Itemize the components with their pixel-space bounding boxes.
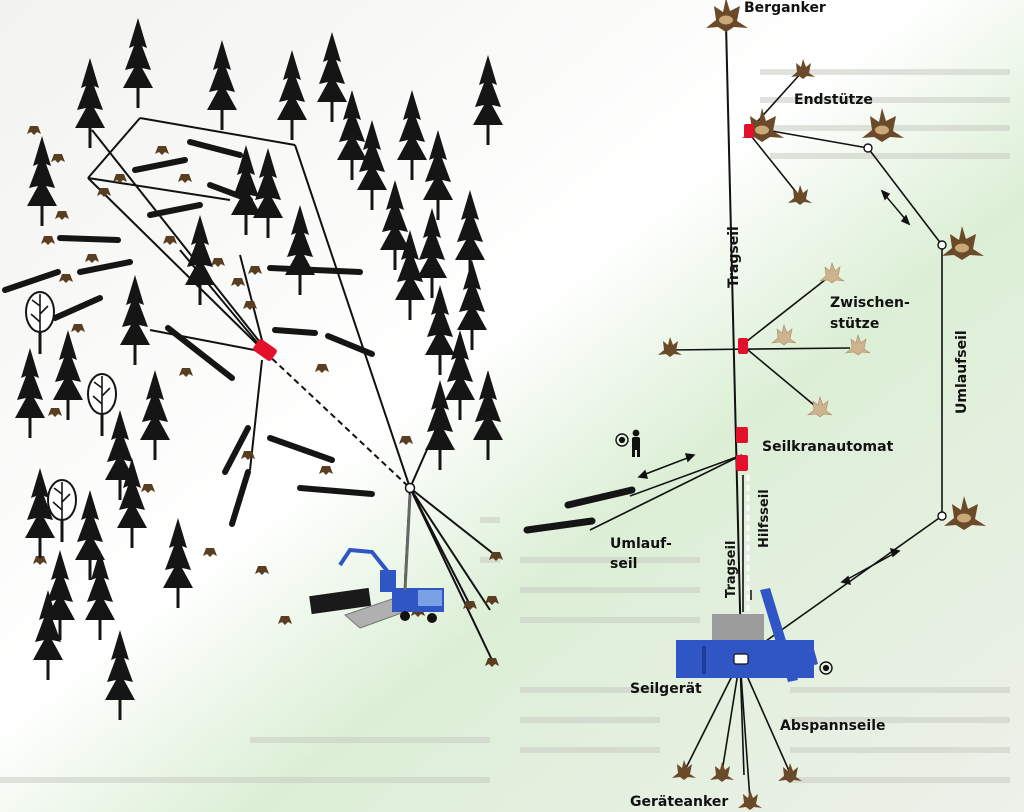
cable-yarder-machine-icon	[676, 588, 818, 682]
forest-scene	[2, 18, 503, 720]
carriage-left	[253, 339, 277, 361]
target-icon	[615, 433, 833, 675]
label-umlaufseil-1: Umlauf-	[610, 536, 672, 552]
label-hilfsseil: Hilfsseil	[757, 489, 772, 548]
label-tragseil-top: Tragseil	[726, 226, 742, 288]
label-endstuetze: Endstütze	[794, 92, 873, 108]
label-abspannseile: Abspannseile	[780, 718, 886, 734]
label-tragseil-bottom: Tragseil	[724, 541, 739, 598]
haulback-ropes	[589, 454, 743, 531]
pulley-icon	[863, 143, 947, 521]
label-umlaufseil-2: seil	[610, 556, 637, 572]
label-zwischenstuetze-1: Zwischen-	[830, 295, 910, 311]
label-geraeteanker: Geräteanker	[630, 794, 728, 810]
label-berganker: Berganker	[744, 0, 826, 16]
intermediate-support-ropes	[669, 275, 851, 411]
label-zwischenstuetze-2: stütze	[830, 316, 879, 332]
guy-ropes	[684, 659, 791, 801]
schematic: Berganker Endstütze Tragseil Zwischen- s…	[523, 0, 986, 810]
movement-arrows	[637, 189, 911, 600]
cable-crane-truck-icon	[309, 494, 444, 629]
main-skyline-rope	[725, 23, 742, 651]
person-icon	[632, 429, 640, 457]
pulley-icon	[404, 482, 416, 494]
label-seilgeraet: Seilgerät	[630, 681, 702, 697]
label-seilkranautomat: Seilkranautomat	[762, 439, 894, 455]
log-icon	[523, 486, 636, 534]
skyline-dashed-rope	[264, 351, 411, 489]
label-umlaufseil-right: Umlaufseil	[954, 330, 970, 414]
carriage-icon	[736, 124, 754, 471]
yarding-ropes	[87, 117, 496, 661]
log-icon	[2, 139, 375, 527]
